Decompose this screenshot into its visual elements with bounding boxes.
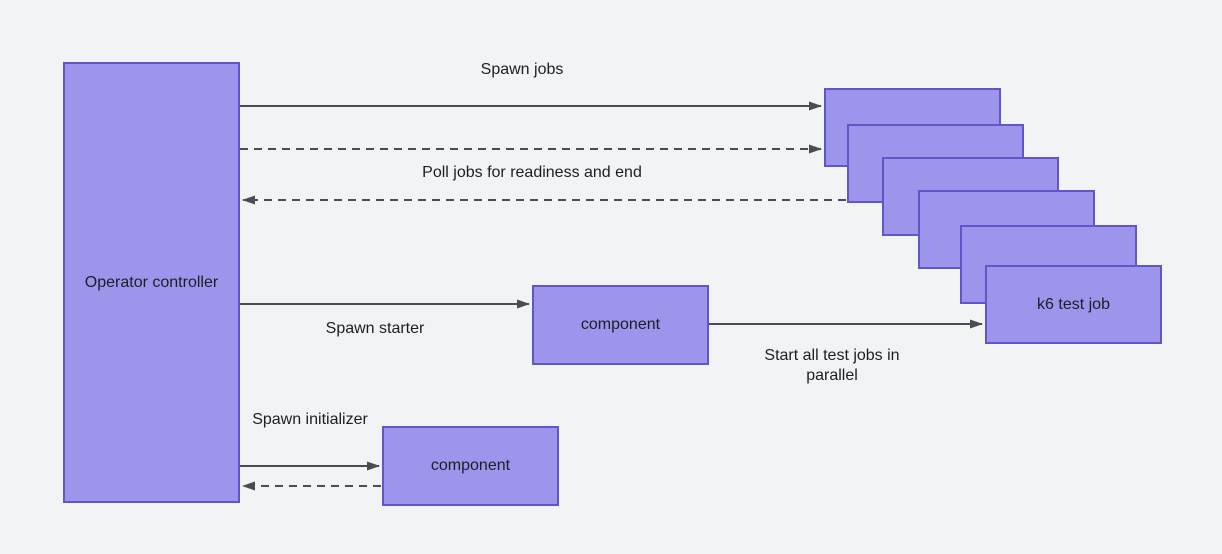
poll-jobs-edge-label: Poll jobs for readiness and end (422, 164, 642, 181)
spawn-jobs-edge-label: Spawn jobs (480, 61, 564, 78)
initializer-component-label: component (430, 457, 511, 474)
operator-controller-label: Operator controller (84, 273, 219, 291)
spawn-starter-edge-label: Spawn starter (325, 320, 425, 337)
start-all-edge-label: Start all test jobs in parallel (764, 347, 900, 384)
operator-controller-node: Operator controller (63, 62, 240, 503)
starter-component-label: component (580, 316, 661, 333)
k6-test-job-label: k6 test job (1037, 295, 1110, 313)
initializer-component-node: component (382, 426, 559, 506)
starter-component-node: component (532, 285, 709, 365)
k6-test-job-node: k6 test job (985, 265, 1162, 344)
spawn-initializer-edge-label: Spawn initializer (252, 411, 368, 428)
